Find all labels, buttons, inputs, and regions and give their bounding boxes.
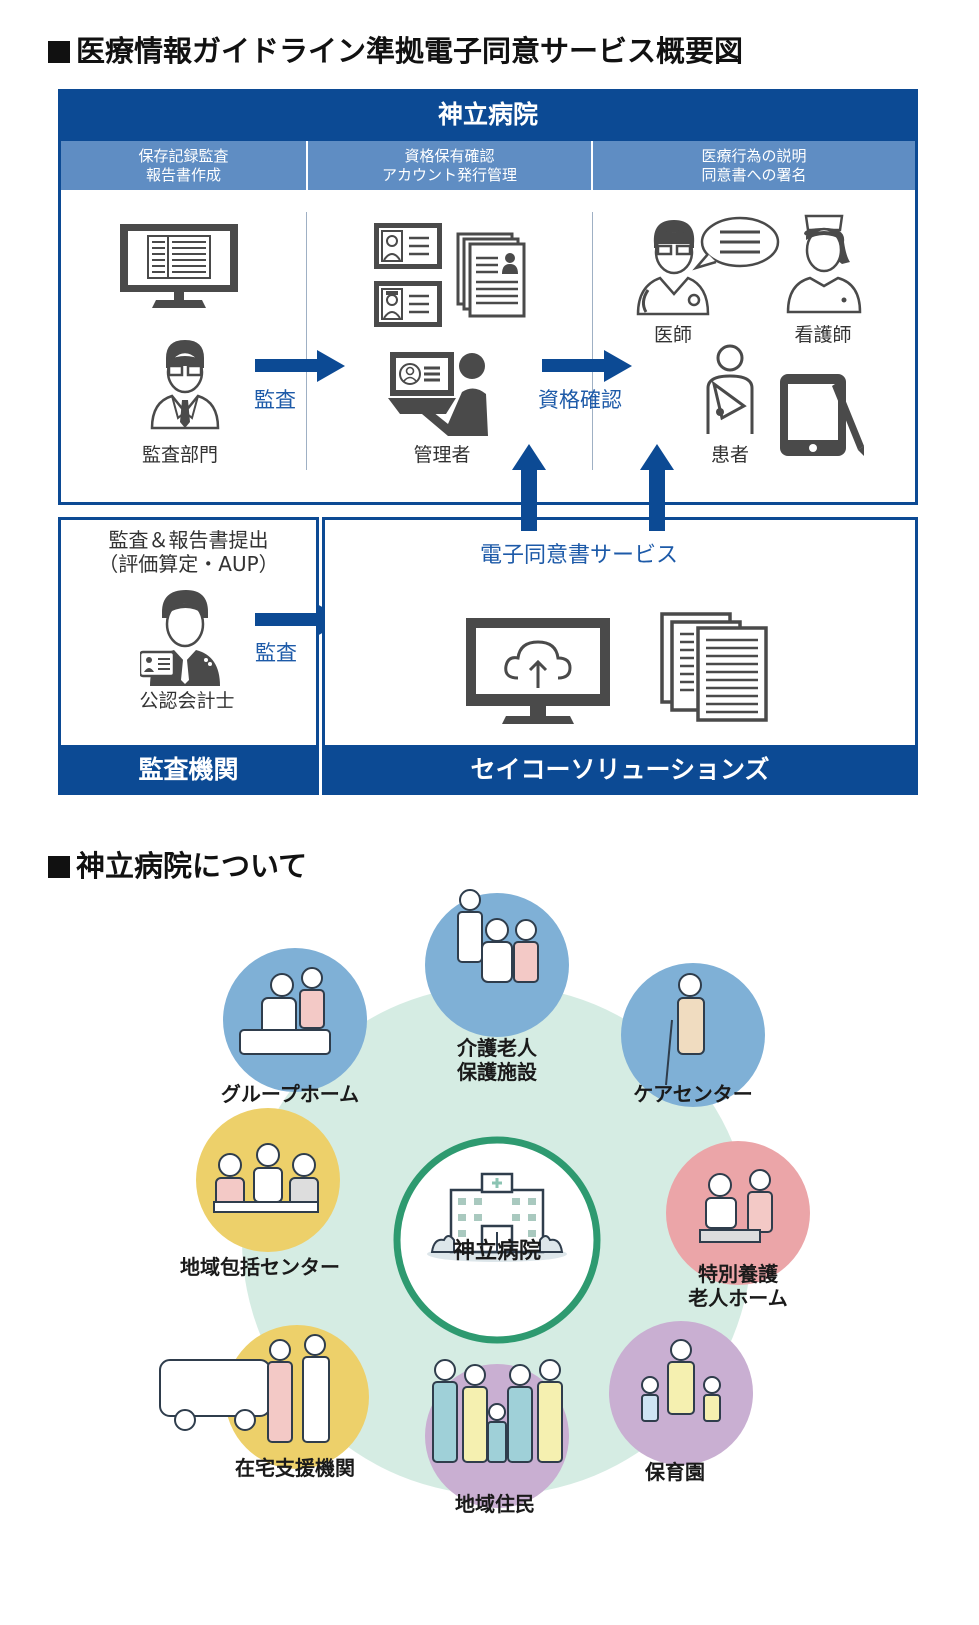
audit-arrow-label: 監査 [255,641,297,665]
facility-label-line: 特別養護 [698,1262,778,1286]
tablet-pen-icon [780,374,864,456]
facility-label-nursing-home: 介護老人 保護施設 [447,1036,547,1084]
column-header-admin: 資格保有確認アカウント発行管理 [308,141,591,190]
arrow-shaft [521,517,537,531]
hospital-building-icon [427,1172,567,1262]
documents-stack-icon [660,612,768,722]
bullet-square-icon [48,41,70,63]
column-header-line: 報告書作成 [145,165,221,184]
nurse-label: 看護師 [794,324,852,346]
qualification-check-label: 資格確認 [538,388,622,412]
column-header-line: 同意書への署名 [701,165,807,184]
nurse-id-card-icon [374,281,442,327]
column-divider [306,212,307,470]
patient-arm-sling-icon [706,344,754,434]
facility-label-line: 介護老人 [457,1036,537,1060]
auditor-person-icon [150,340,220,430]
column-header-line: 保存記録監査 [138,146,229,165]
facility-label-residents: 地域住民 [455,1492,535,1516]
accountant-person-icon [140,590,220,686]
nurse-icon [786,214,862,314]
arrow-right-icon [255,350,345,382]
patient-label: 患者 [710,444,749,466]
section-title-about: 神立病院について [48,843,307,885]
cpa-label: 公認会計士 [139,690,235,712]
column-header-line: 資格保有確認 [404,146,495,165]
facility-label-special-nursing-home: 特別養護 老人ホーム [668,1262,808,1310]
audit-arrow-label: 監査 [254,388,296,412]
column-header-audit: 保存記録監査報告書作成 [61,141,306,190]
people-illustration-icon [159,889,773,1463]
administrator-label: 管理者 [413,444,471,466]
bullet-square-icon [48,856,70,878]
monitor-document-icon [120,224,238,308]
facility-label-home-support: 在宅支援機関 [235,1456,355,1480]
hospital-header: 神立病院 [58,89,918,141]
doctor-label: 医師 [653,324,692,346]
section-title-text: 神立病院について [76,849,308,883]
column-header-line: 医療行為の説明 [701,146,807,165]
arrow-shaft [649,517,665,531]
vendor-footer: セイコーソリューションズ [322,745,918,795]
facility-network-diagram [159,889,810,1508]
facility-label-line: 老人ホーム [688,1286,788,1310]
section-title-overview: 医療情報ガイドライン準拠電子同意サービス概要図 [48,28,743,70]
facility-label-group-home: グループホーム [220,1082,360,1106]
column-divider [592,212,593,470]
audit-organization-footer: 監査機関 [58,745,319,795]
column-header-medical: 医療行為の説明同意書への署名 [593,141,915,190]
resume-documents-icon [456,232,526,318]
facility-circle-special-nursing-home [666,1141,810,1285]
doctor-id-card-icon [374,223,442,269]
arrow-up-icon [640,444,674,530]
audit-description-line: 監査＆報告書提出 [108,528,269,552]
hospital-center-label: 神立病院 [452,1239,541,1264]
arrow-right-icon [542,350,632,382]
facility-label-nursery: 保育園 [645,1460,705,1484]
audit-description: 監査＆報告書提出 （評価算定・AUP） [62,528,315,576]
facility-label-care-center: ケアセンター [633,1082,753,1106]
audit-department-label: 監査部門 [141,444,218,466]
facility-label-community-center: 地域包括センター [180,1255,340,1279]
facility-label-line: 保護施設 [457,1060,537,1084]
section-title-text: 医療情報ガイドライン準拠電子同意サービス概要図 [76,34,744,68]
e-consent-service-label: 電子同意書サービス [480,543,679,568]
column-header-line: アカウント発行管理 [381,165,517,184]
doctor-speech-icon [636,216,780,316]
arrow-up-icon [512,444,546,530]
cloud-upload-monitor-icon [466,618,610,724]
audit-description-line: （評価算定・AUP） [98,552,279,576]
admin-with-laptop-icon [388,352,488,436]
